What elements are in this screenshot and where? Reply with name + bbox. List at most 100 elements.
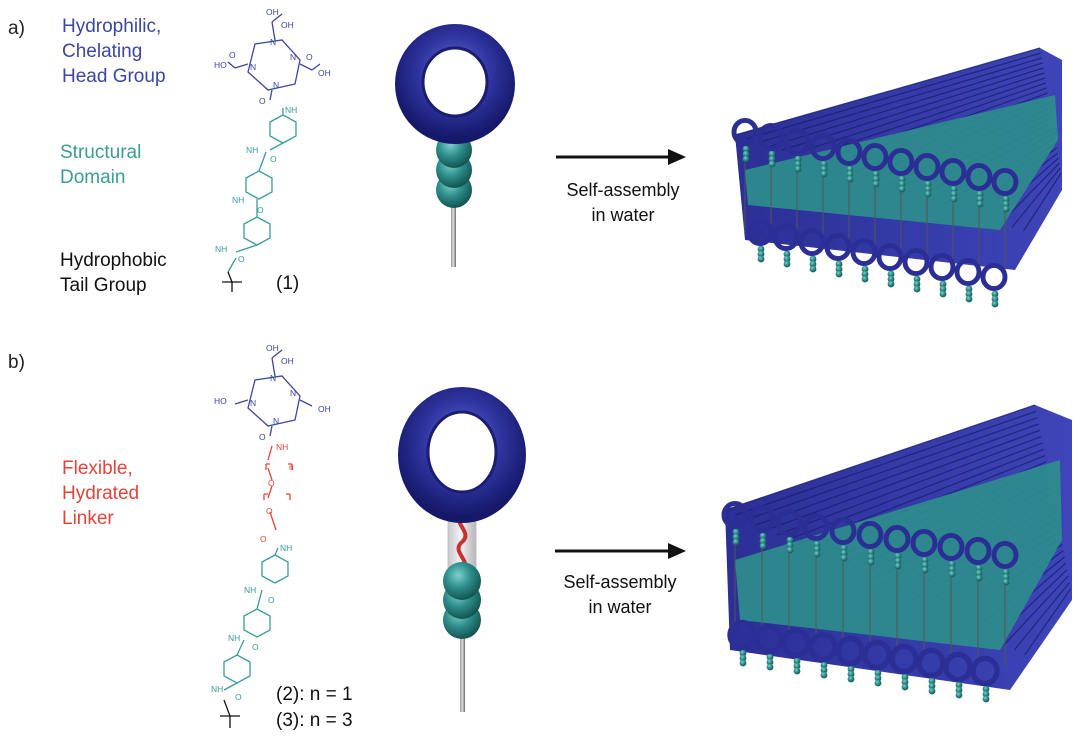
- monomer-b-cartoon: [398, 387, 526, 712]
- oh-label: OH: [266, 343, 279, 353]
- fiber-ring: [937, 532, 965, 562]
- o-label: O: [266, 506, 273, 516]
- stem-a: [451, 185, 456, 267]
- o-label: O: [259, 432, 266, 442]
- fiber-bead: [759, 532, 767, 540]
- n-label: N: [273, 80, 279, 90]
- fiber-bead: [939, 280, 947, 288]
- fiber-bead: [846, 170, 854, 178]
- fiber-bead: [813, 550, 821, 558]
- fiber-ring: [802, 512, 830, 542]
- n-label: N: [250, 62, 256, 72]
- fiber-ring: [754, 623, 784, 655]
- fiber-bead: [874, 679, 882, 687]
- dota-ring-a: [227, 13, 321, 101]
- o-label: O: [235, 692, 242, 702]
- o-label: O: [268, 478, 275, 488]
- fiber-bead: [786, 541, 794, 549]
- fiber-bead: [840, 549, 848, 557]
- fiber-bead: [861, 275, 869, 283]
- fiber-bead: [820, 160, 828, 168]
- fiber-ring: [913, 152, 941, 182]
- fiber-bead: [976, 195, 984, 203]
- fiber-ring: [721, 500, 749, 530]
- fiber-bead: [840, 554, 848, 562]
- fiber-bead: [872, 170, 880, 178]
- fiber-bead: [874, 669, 882, 677]
- tail-a: [222, 271, 242, 292]
- linker-line-1: Flexible,: [62, 458, 133, 479]
- fiber-bead: [976, 190, 984, 198]
- nh-label: NH: [246, 145, 258, 155]
- ho-label: HO: [214, 60, 227, 70]
- fiber-ring: [757, 122, 785, 152]
- fiber-ring: [748, 504, 776, 534]
- fiber-ring: [862, 639, 892, 671]
- fiber-bead: [766, 653, 774, 661]
- fiber-bead: [872, 175, 880, 183]
- fiber-stripe: [734, 47, 1041, 136]
- fiber-bead: [950, 190, 958, 198]
- fiber-bead: [872, 180, 880, 188]
- fiber-bead: [793, 657, 801, 665]
- tail-line-1: Hydrophobic: [60, 250, 167, 271]
- fiber-bead: [928, 682, 936, 690]
- fiber-bead: [846, 165, 854, 173]
- nh-label: NH: [228, 633, 240, 643]
- o-label: O: [259, 96, 266, 106]
- fiber-bead: [965, 290, 973, 298]
- n-label: N: [250, 398, 256, 408]
- fiber-bead: [809, 255, 817, 263]
- n-label: N: [273, 416, 279, 426]
- fiber-bead: [887, 270, 895, 278]
- fiber-bead: [809, 260, 817, 268]
- fiber-bead: [847, 675, 855, 683]
- fiber-bead: [901, 678, 909, 686]
- fiber-bead: [835, 265, 843, 273]
- fiber-bead: [861, 270, 869, 278]
- fiber-bead: [955, 686, 963, 694]
- fiber-stripe: [1011, 167, 1061, 228]
- fiber-bead: [739, 654, 747, 662]
- fiber-bead: [794, 160, 802, 168]
- fiber-stripe: [769, 62, 1043, 148]
- nh-label: NH: [211, 684, 223, 694]
- nh-label: NH: [215, 244, 227, 254]
- nh-label: NH: [276, 442, 288, 452]
- fiber-bead: [1002, 205, 1010, 213]
- fiber-bead: [846, 175, 854, 183]
- fiber-bead: [921, 561, 929, 569]
- fiber-stripe: [1013, 581, 1070, 651]
- fiber-bead: [921, 566, 929, 574]
- fiber-ring: [939, 157, 967, 187]
- fiber-bead: [840, 544, 848, 552]
- fiber-ring: [856, 520, 884, 550]
- fiber-ring: [943, 651, 973, 683]
- fiber-stripe: [745, 417, 1038, 521]
- fiber-bead: [793, 667, 801, 675]
- fiber-stripe: [755, 423, 1039, 526]
- fiber-ring: [781, 627, 811, 659]
- fiber-bead: [847, 665, 855, 673]
- fiber-bead: [939, 285, 947, 293]
- fiber-bead: [766, 658, 774, 666]
- head-group-line-3: Head Group: [62, 66, 166, 87]
- fiber-bead: [739, 659, 747, 667]
- fiber-bead: [759, 542, 767, 550]
- fiber-bead: [924, 180, 932, 188]
- fiber-bead: [874, 674, 882, 682]
- fiber-ring: [783, 127, 811, 157]
- torus-b-inner: [426, 410, 498, 494]
- fiber-bead: [768, 155, 776, 163]
- arrow-a: [556, 149, 686, 165]
- molecule-2-structure: OH OH N N N N HO OH O NH n O O O: [211, 343, 331, 728]
- fiber-bead: [948, 570, 956, 578]
- torus-a-inner: [421, 46, 489, 118]
- fiber-bead: [901, 673, 909, 681]
- fiber-bead: [887, 280, 895, 288]
- torus-b-hole: [428, 412, 496, 492]
- fiber-bead: [757, 245, 765, 253]
- structural-line-2: Domain: [60, 167, 126, 188]
- fiber-ring: [798, 227, 826, 257]
- fiber-bead: [813, 540, 821, 548]
